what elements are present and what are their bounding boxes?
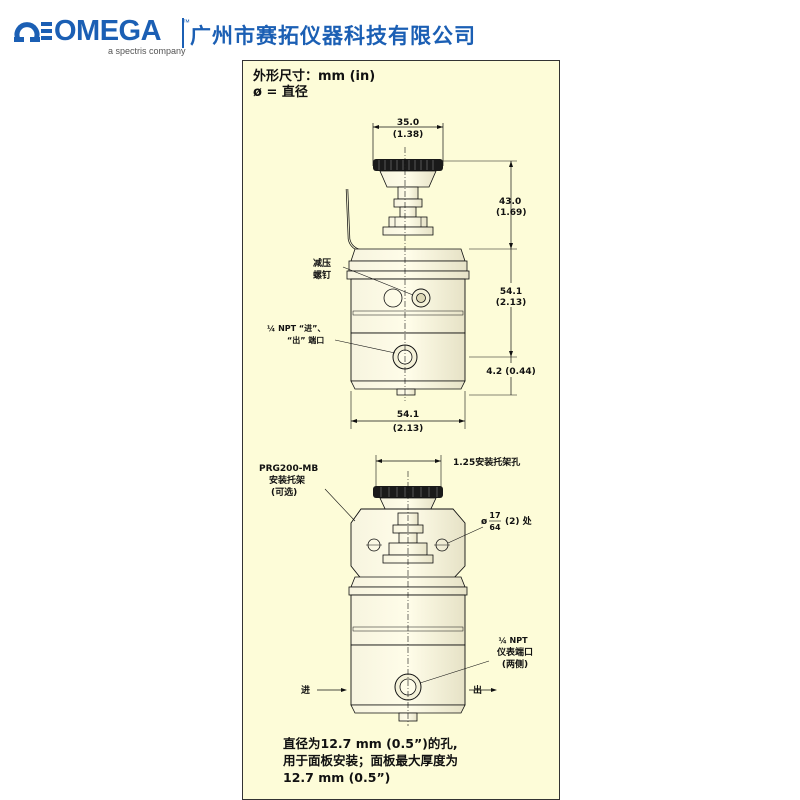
bracket-label: 安装托架 — [269, 474, 305, 486]
bracket-model: PRG200-MB — [259, 464, 318, 474]
hole-dia-count: (2) 处 — [505, 515, 533, 527]
relief-screw-label-2: 螺钉 — [313, 269, 331, 281]
inlet-arrow-icon — [341, 688, 347, 692]
port-label: ¼ NPT “进”、 — [267, 323, 325, 333]
gauge-port-label: ¼ NPT — [498, 635, 528, 645]
body-height-dim-in: (2.13) — [496, 298, 526, 308]
brand-name: OMEGA — [54, 15, 162, 47]
title-diameter-legend: ø = 直径 — [253, 85, 308, 100]
brand-tagline: a spectris company — [108, 46, 186, 56]
gauge-port-label-3: (两侧) — [502, 658, 528, 670]
panel-mount-note: 直径为12.7 mm (0.5”)的孔, 用于面板安装；面板最大厚度为 12.7… — [283, 736, 459, 785]
upper-body — [350, 278, 466, 334]
adjustment-knob — [373, 159, 443, 171]
gauge-port-label-2: 仪表端口 — [496, 646, 533, 658]
top-width-dim-in: (1.38) — [393, 130, 423, 140]
trademark: ™ — [182, 18, 190, 27]
stem — [397, 186, 419, 200]
top-width-dim: 35.0 — [397, 118, 419, 128]
header: OMEGA ™ a spectris company 广州市赛拓仪器科技有限公司 — [0, 0, 800, 60]
hole-dia-numerator: 17 — [489, 511, 500, 520]
panel-title: 外形尺寸：mm (in) ø = 直径 — [253, 69, 375, 101]
bracket-optional: (可选) — [271, 486, 297, 498]
body-width-dim-in: (2.13) — [393, 424, 423, 434]
relief-screw-label: 减压 — [313, 257, 331, 269]
header-divider — [182, 18, 184, 48]
title-units: 外形尺寸：mm (in) — [253, 69, 376, 84]
inlet-label: 进 — [301, 684, 310, 696]
bracket-hole-dim: 1.25安装托架孔 — [453, 456, 520, 468]
body-height-dim: 54.1 — [500, 287, 522, 297]
outlet-arrow-icon — [491, 688, 497, 692]
knob-height-dim-in: (1.69) — [496, 208, 526, 218]
hole-dia-denominator: 64 — [489, 523, 501, 532]
regulator-drawing: 35.0 (1.38) — [259, 118, 543, 726]
company-name: 广州市赛拓仪器科技有限公司 — [190, 24, 476, 48]
knob-height-dim: 43.0 — [499, 197, 521, 207]
hole-dia-symbol: ø — [481, 517, 487, 527]
outlet-label: 出 — [473, 684, 482, 696]
dimension-panel: 外形尺寸：mm (in) ø = 直径 35.0 (1.38) — [242, 60, 560, 800]
port-label-2: “出” 端口 — [287, 335, 324, 345]
offset-dim: 4.2 (0.44) — [486, 367, 536, 377]
bottom-knob — [373, 486, 443, 498]
body-width-dim: 54.1 — [397, 410, 419, 420]
omega-logo-icon — [14, 22, 52, 42]
bottom-view: 1.25安装托架孔 — [259, 455, 533, 726]
top-view: 35.0 (1.38) — [267, 118, 543, 434]
